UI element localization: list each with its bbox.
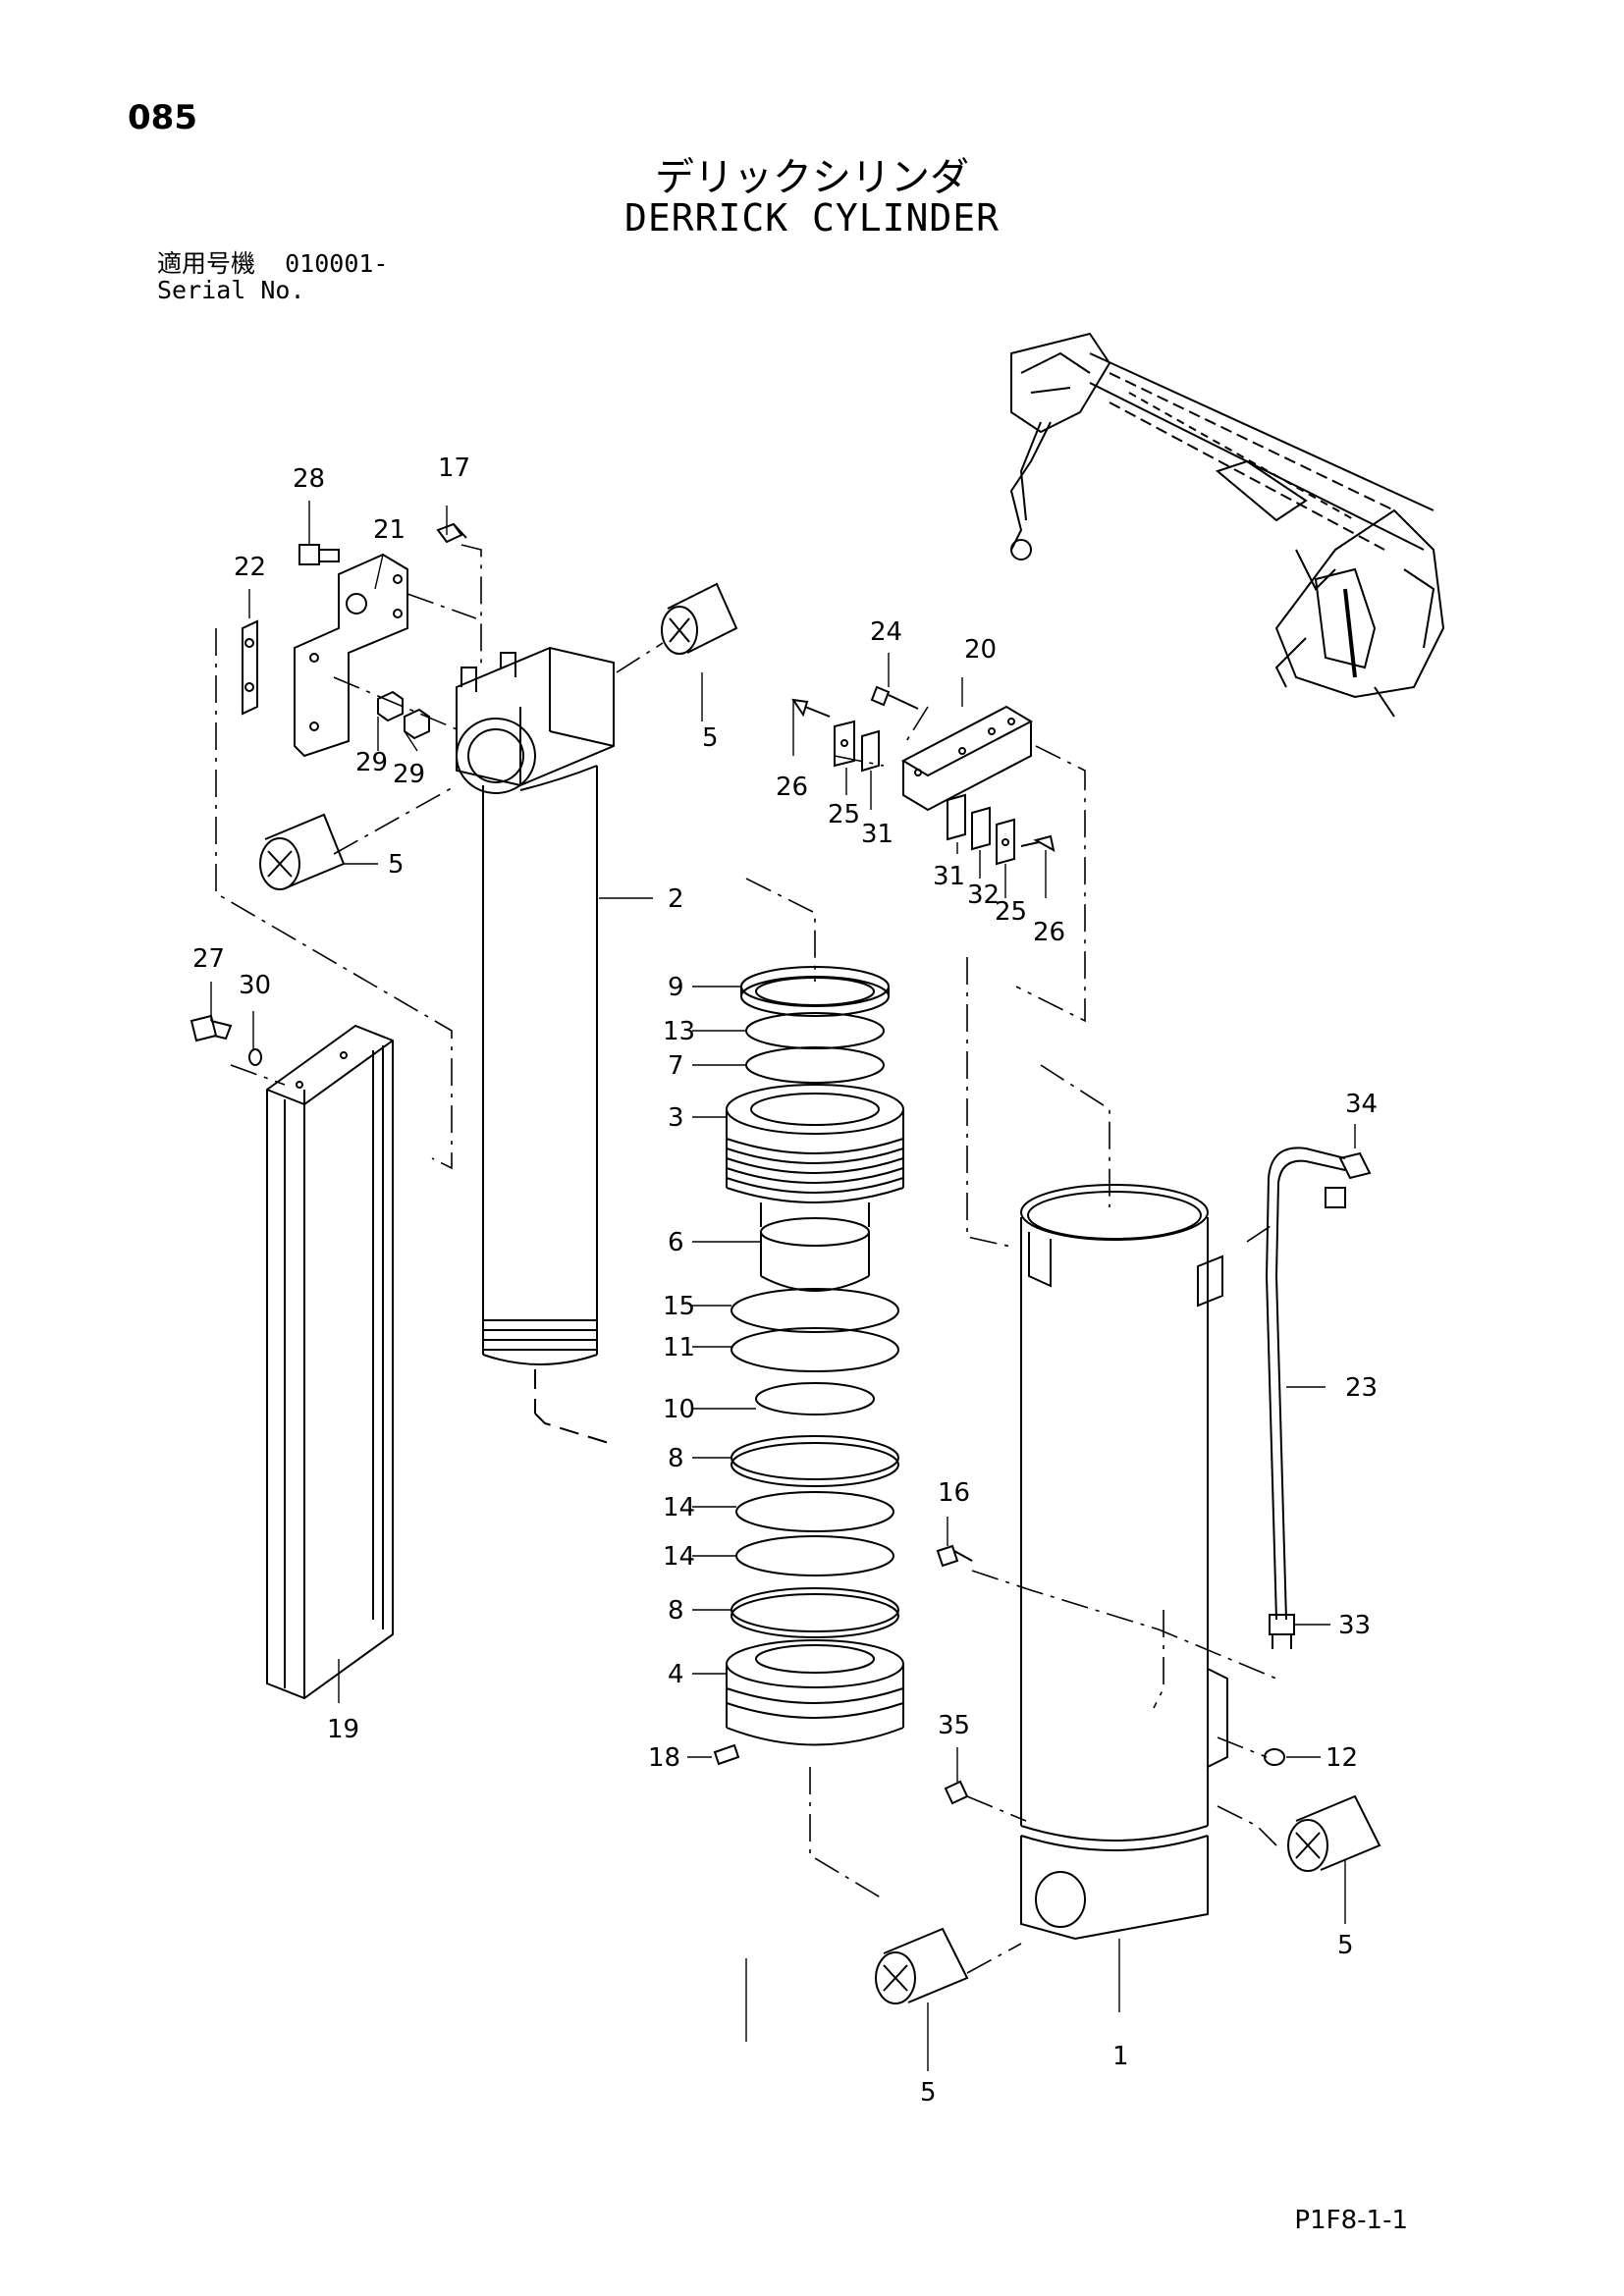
part-9-seal	[740, 966, 890, 1017]
part-11-ring	[731, 1327, 899, 1372]
callout-7: 7	[668, 1051, 684, 1081]
assembly-lines	[215, 544, 1277, 1974]
part-26-screw-lower	[1020, 834, 1056, 852]
figure-code: P1F8-1-1	[1294, 2206, 1408, 2235]
part-26-screw-upper	[790, 698, 831, 718]
page-number: 085	[128, 98, 197, 137]
callout-1: 1	[1112, 2042, 1129, 2071]
callout-33: 33	[1338, 1611, 1371, 1640]
callout-5-lower-right: 5	[1337, 1931, 1354, 1960]
part-1-cylinder-tube	[1020, 1184, 1228, 1941]
part-12-oring	[1264, 1748, 1285, 1766]
part-6-bushing	[760, 1217, 870, 1292]
callout-13: 13	[663, 1017, 695, 1046]
part-15-ring	[731, 1288, 899, 1333]
part-27-bolt	[189, 1014, 233, 1042]
callout-23: 23	[1345, 1373, 1378, 1403]
serial-label-en: Serial No.	[157, 276, 305, 304]
callout-25-lower: 25	[995, 897, 1027, 927]
callout-8-lower: 8	[668, 1596, 684, 1626]
callout-4: 4	[668, 1660, 684, 1689]
callout-25-upper: 25	[828, 800, 860, 829]
callout-9: 9	[668, 973, 684, 1002]
part-10-ring	[755, 1382, 875, 1415]
part-3-cylinder-head	[726, 1084, 904, 1227]
callout-22: 22	[234, 553, 266, 582]
part-7-ring	[745, 1046, 885, 1084]
callout-26-upper: 26	[776, 773, 808, 802]
callout-labels: 1 2 3 4 5 5 5 5 6 7 8 8 9 10 11 12 13 14…	[192, 454, 1378, 2108]
part-23-pipe	[1265, 1147, 1346, 1621]
part-33-connector	[1269, 1614, 1295, 1649]
callout-6: 6	[668, 1228, 684, 1257]
callout-17: 17	[438, 454, 470, 483]
part-13-ring	[745, 1012, 885, 1049]
callout-20: 20	[964, 635, 997, 665]
callout-3: 3	[668, 1103, 684, 1133]
callout-14-lower: 14	[663, 1542, 695, 1572]
part-8-ring-lower	[731, 1587, 899, 1638]
part-14-rings	[735, 1491, 894, 1576]
callout-29-left: 29	[355, 748, 388, 777]
callout-31-lower: 31	[933, 862, 965, 891]
part-34-elbow	[1325, 1151, 1372, 1208]
part-5-bushing-upper	[661, 582, 738, 655]
crane-location-illustration	[1009, 332, 1445, 718]
part-24-bolt	[870, 685, 919, 710]
callout-32: 32	[967, 881, 1000, 910]
callout-35: 35	[938, 1711, 970, 1740]
part-25-shims-upper	[834, 720, 880, 773]
leader-lines	[210, 501, 1356, 2071]
callout-31-upper: 31	[861, 820, 893, 849]
part-18-setscrew	[713, 1743, 740, 1766]
part-2-piston-rod	[456, 646, 615, 1444]
callout-24: 24	[870, 617, 902, 647]
callout-8-upper: 8	[668, 1444, 684, 1473]
callout-10: 10	[663, 1395, 695, 1424]
part-31-32-shims-lower	[947, 793, 1015, 866]
callout-34: 34	[1345, 1090, 1378, 1119]
part-20-plate	[900, 705, 1034, 812]
part-5-bushing-lower-right	[1287, 1794, 1381, 1872]
part-16-bolt	[936, 1544, 973, 1568]
callout-19: 19	[327, 1715, 359, 1744]
callout-15: 15	[663, 1292, 695, 1321]
callout-2: 2	[668, 884, 684, 914]
callout-14-upper: 14	[663, 1493, 695, 1522]
part-22-plate	[242, 619, 258, 716]
callout-29-right: 29	[393, 760, 425, 789]
callout-5-left: 5	[388, 850, 405, 880]
part-17-fitting	[436, 522, 467, 544]
title-japanese: デリックシリンダ	[655, 155, 969, 200]
part-30-washer	[248, 1048, 262, 1066]
part-21-bracket	[294, 553, 408, 758]
callout-11: 11	[663, 1333, 695, 1362]
part-8-ring-upper	[731, 1435, 899, 1487]
part-5-bushing-lower-left	[875, 1927, 969, 2004]
part-5-bushing-left	[259, 813, 346, 890]
callout-16: 16	[938, 1478, 970, 1508]
callout-18: 18	[648, 1743, 680, 1773]
callout-21: 21	[373, 515, 406, 545]
title-english: DERRICK CYLINDER	[623, 196, 1001, 240]
callout-27: 27	[192, 944, 225, 974]
callout-28: 28	[293, 464, 325, 494]
callout-5-upper: 5	[702, 723, 719, 753]
callout-26-lower: 26	[1033, 918, 1065, 947]
part-28-bolt	[298, 544, 340, 565]
serial-info: 適用号機 010001- Serial No.	[157, 250, 388, 303]
callout-5-lower-left: 5	[920, 2078, 937, 2108]
part-19-guard	[266, 1024, 394, 1700]
serial-value: 010001-	[285, 249, 389, 278]
callout-30: 30	[239, 971, 271, 1000]
serial-label-ja: 適用号機	[157, 249, 256, 278]
part-35-fitting	[944, 1780, 969, 1805]
part-4-piston	[726, 1639, 904, 1746]
callout-12: 12	[1326, 1743, 1358, 1773]
